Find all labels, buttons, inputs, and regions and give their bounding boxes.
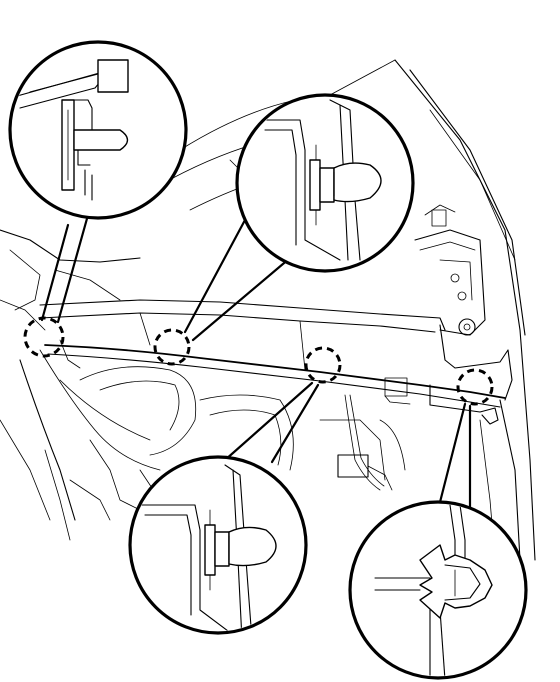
leader-lines: [40, 213, 472, 522]
marker-clip-3: [304, 346, 342, 384]
marker-clip-1: [23, 316, 65, 358]
marker-clip-2: [153, 328, 191, 366]
clip-location-markers: [23, 316, 494, 406]
marker-clip-4: [456, 368, 494, 406]
callout-bottom-right: [348, 500, 528, 680]
callout-top-center: [235, 93, 415, 273]
trim-panel: [39, 299, 513, 425]
callout-bottom-center: [128, 455, 308, 635]
callout-top-left: [8, 40, 188, 220]
